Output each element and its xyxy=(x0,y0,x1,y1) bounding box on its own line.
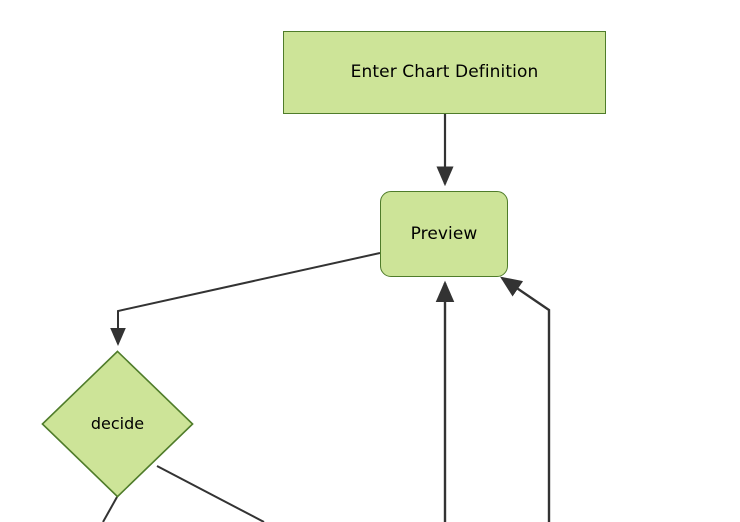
node-decide[interactable]: decide xyxy=(41,350,194,498)
edge-bottom-right-to-preview xyxy=(500,276,551,522)
edge-decide-to-lower-left xyxy=(102,496,118,522)
edge-decide-to-lower-right xyxy=(156,465,265,522)
node-preview-label: Preview xyxy=(410,223,478,244)
decide-diamond-shape xyxy=(41,350,194,498)
node-enter-chart-definition-label: Enter Chart Definition xyxy=(350,62,539,82)
node-decide-label: decide xyxy=(90,414,145,433)
node-preview[interactable]: Preview xyxy=(380,191,508,277)
node-enter-chart-definition[interactable]: Enter Chart Definition xyxy=(283,31,606,114)
edge-preview-to-decide xyxy=(110,252,381,346)
